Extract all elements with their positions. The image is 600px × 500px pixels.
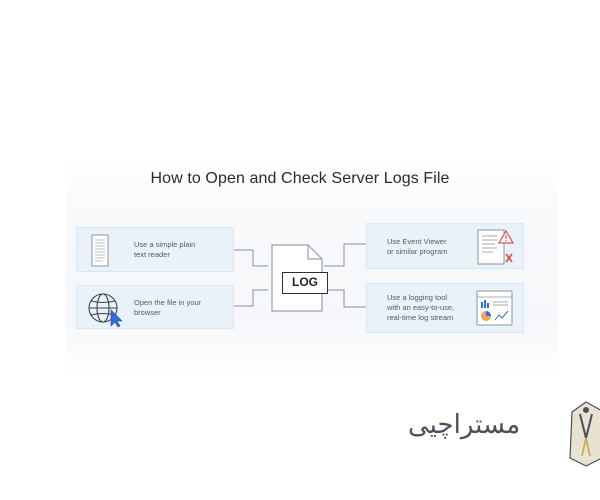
method-text: Use Event Viewer or similar program — [387, 237, 447, 257]
method-text-line: Open the file in your — [134, 298, 202, 307]
document-icon — [91, 234, 109, 267]
watermark-logo-icon — [569, 401, 600, 467]
method-card-browser: Open the file in your browser — [76, 285, 234, 329]
method-text-line: or similar program — [387, 247, 448, 256]
method-text-line: Use a logging tool — [387, 293, 448, 302]
method-card-text-reader: Use a simple plain text reader — [76, 227, 234, 272]
watermark-text: مستراچیی — [408, 410, 521, 440]
method-text-line: with an easy-to-use, — [387, 303, 455, 312]
diagram-title: How to Open and Check Server Logs File — [150, 170, 450, 187]
method-text: Use a logging tool with an easy-to-use, … — [387, 293, 454, 323]
method-card-logging-tool: Use a logging tool with an easy-to-use, … — [366, 283, 524, 333]
method-text: Use a simple plain text reader — [134, 240, 195, 260]
dashboard-icon — [476, 290, 513, 326]
method-text-line: text reader — [134, 250, 170, 259]
log-label: LOG — [282, 272, 328, 294]
globe-cursor-icon — [88, 293, 123, 328]
method-text-line: Use Event Viewer — [387, 237, 447, 246]
method-card-event-viewer: Use Event Viewer or similar program — [366, 223, 524, 269]
event-viewer-icon — [477, 229, 515, 265]
method-text: Open the file in your browser — [134, 298, 201, 318]
method-text-line: browser — [134, 308, 161, 317]
method-text-line: real-time log stream — [387, 313, 454, 322]
method-text-line: Use a simple plain — [134, 240, 196, 249]
